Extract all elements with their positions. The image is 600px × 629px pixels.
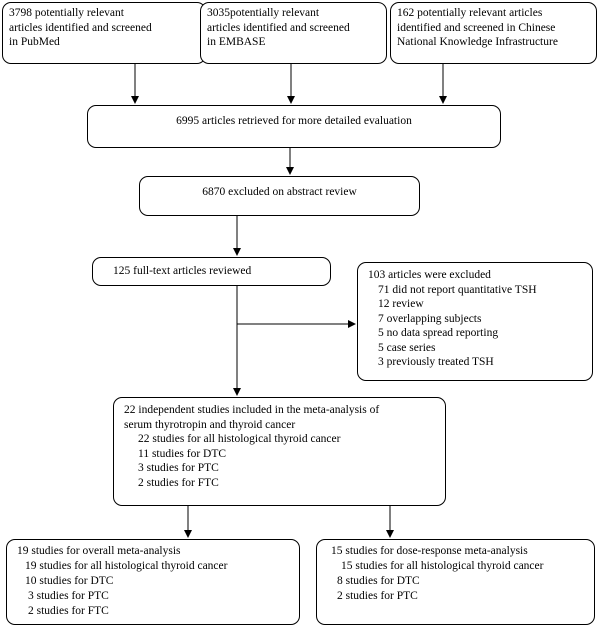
- included-title: serum thyrotropin and thyroid cancer: [124, 418, 296, 431]
- included-item: 3 studies for PTC: [138, 462, 219, 474]
- excluded-item: 71 did not report quantitative TSH: [378, 283, 537, 296]
- included-box: 22 independent studies included in the m…: [113, 397, 446, 506]
- source-pubmed-box: 3798 potentially relevant articles ident…: [2, 2, 206, 64]
- included-item: 22 studies for all histological thyroid …: [138, 433, 341, 445]
- overall-item: 3 studies for PTC: [28, 590, 109, 602]
- excluded-item: 7 overlapping subjects: [378, 312, 482, 325]
- excluded-title: 103 articles were excluded: [368, 269, 491, 281]
- fulltext-text: 125 full-text articles reviewed: [113, 265, 252, 277]
- source-pubmed-line: in PubMed: [9, 36, 60, 48]
- source-pubmed-line: articles identified and screened: [9, 21, 152, 34]
- excluded-item: 5 case series: [378, 341, 436, 354]
- retrieved-text: 6995 articles retrieved for more detaile…: [176, 115, 412, 127]
- source-embase-line: articles identified and screened: [207, 21, 350, 34]
- excluded-item: 3 previously treated TSH: [378, 356, 494, 368]
- retrieved-box: 6995 articles retrieved for more detaile…: [87, 105, 501, 148]
- included-item: 2 studies for FTC: [138, 476, 219, 489]
- included-item: 11 studies for DTC: [138, 447, 227, 460]
- dose-response-item: 2 studies for PTC: [337, 590, 418, 602]
- overall-box: 19 studies for overall meta-analysis 19 …: [6, 539, 300, 625]
- fulltext-box: 125 full-text articles reviewed: [92, 257, 331, 286]
- source-embase-line: in EMBASE: [207, 36, 266, 48]
- dose-response-title: 15 studies for dose-response meta-analys…: [331, 545, 528, 557]
- included-title: 22 independent studies included in the m…: [124, 404, 380, 416]
- overall-title: 19 studies for overall meta-analysis: [17, 545, 181, 557]
- source-cnki-line: identified and screened in Chinese: [397, 21, 556, 34]
- source-cnki-line: National Knowledge Infrastructure: [397, 36, 558, 48]
- source-embase-box: 3035potentially relevant articles identi…: [200, 2, 387, 64]
- overall-item: 19 studies for all histological thyroid …: [25, 560, 228, 572]
- excluded-box: 103 articles were excluded 71 did not re…: [357, 262, 593, 381]
- excluded-item: 12 review: [378, 298, 424, 310]
- source-cnki-line: 162 potentially relevant articles: [397, 7, 543, 19]
- overall-item: 2 studies for FTC: [28, 605, 109, 617]
- excluded-item: 5 no data spread reporting: [378, 327, 499, 339]
- source-embase-line: 3035potentially relevant: [207, 7, 320, 19]
- overall-item: 10 studies for DTC: [25, 575, 114, 587]
- source-pubmed-line: 3798 potentially relevant: [9, 7, 124, 19]
- dose-response-item: 8 studies for DTC: [337, 575, 420, 587]
- source-cnki-box: 162 potentially relevant articles identi…: [390, 2, 597, 64]
- abstract-excluded-box: 6870 excluded on abstract review: [139, 176, 420, 216]
- dose-response-box: 15 studies for dose-response meta-analys…: [316, 539, 595, 625]
- abstract-excluded-text: 6870 excluded on abstract review: [202, 186, 357, 198]
- dose-response-item: 15 studies for all histological thyroid …: [341, 560, 544, 572]
